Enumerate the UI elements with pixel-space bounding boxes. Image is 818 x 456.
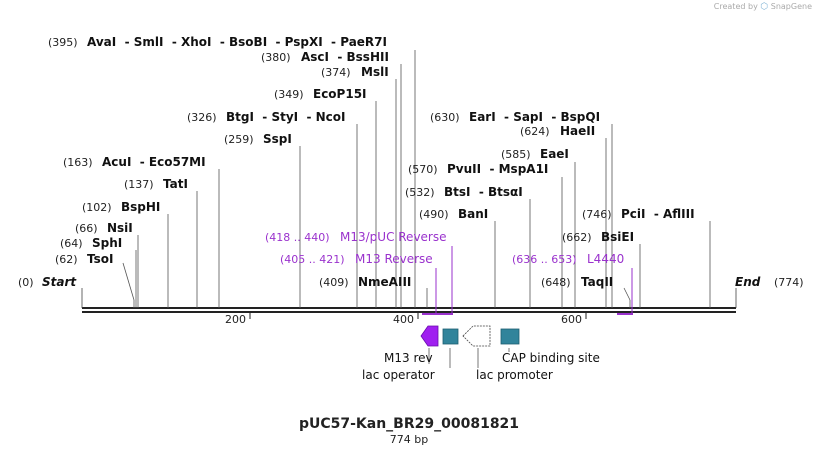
enzyme-position: (374) bbox=[321, 66, 351, 79]
enzyme-name: AscI - BssHII bbox=[301, 50, 389, 64]
features: M13 rev lac operator lac promoter CAP bi… bbox=[362, 325, 600, 382]
primer-range: (418 .. 440) bbox=[265, 231, 330, 244]
enzyme-position: (585) bbox=[501, 148, 531, 161]
enzyme-position: (66) bbox=[75, 222, 98, 235]
credit-prefix: Created by bbox=[713, 2, 758, 11]
start-position: (0) bbox=[18, 276, 34, 289]
enzyme-position: (349) bbox=[274, 88, 304, 101]
enzyme-name: NmeAIII bbox=[358, 275, 411, 289]
enzyme-name: MslI bbox=[361, 65, 389, 79]
sequence-name: pUC57-Kan_BR29_00081821 bbox=[298, 416, 520, 432]
scale: 200 400 600 bbox=[225, 313, 587, 326]
cap-binding-site-feature bbox=[500, 328, 520, 345]
end-position: (774) bbox=[774, 276, 804, 289]
enzyme-position: (624) bbox=[520, 125, 550, 138]
enzyme-name: PciI - AflIII bbox=[621, 207, 695, 221]
enzyme-position: (137) bbox=[124, 178, 154, 191]
enzyme-name: BsiEI bbox=[601, 230, 634, 244]
start-label: Start bbox=[42, 275, 77, 289]
primer-range: (405 .. 421) bbox=[280, 253, 345, 266]
credit-brand: SnapGene bbox=[770, 2, 812, 11]
enzyme-name: SphI bbox=[92, 236, 122, 250]
enzyme-name: EcoP15I bbox=[313, 87, 367, 101]
enzyme-name: BspHI bbox=[121, 200, 160, 214]
enzyme-position: (746) bbox=[582, 208, 612, 221]
enzyme-cut-lines bbox=[122, 50, 711, 308]
enzyme-name: AcuI - Eco57MI bbox=[102, 155, 206, 169]
enzyme-name: NsiI bbox=[107, 221, 133, 235]
enzyme-name: BtsI - BtsαI bbox=[444, 185, 523, 199]
enzyme-name: EarI - SapI - BspQI bbox=[469, 110, 600, 124]
feature-label: CAP binding site bbox=[502, 351, 600, 365]
primer-range: (636 .. 653) bbox=[512, 253, 577, 266]
enzyme-name: BtgI - StyI - NcoI bbox=[226, 110, 346, 124]
enzyme-position: (380) bbox=[261, 51, 291, 64]
enzyme-position: (259) bbox=[224, 133, 254, 146]
enzyme-position: (163) bbox=[63, 156, 93, 169]
enzyme-position: (409) bbox=[319, 276, 349, 289]
enzyme-name: PvuII - MspA1I bbox=[447, 162, 548, 176]
m13-rev-feature bbox=[420, 325, 439, 347]
scale-label: 200 bbox=[225, 313, 246, 326]
enzyme-position: (490) bbox=[419, 208, 449, 221]
enzyme-name: EaeI bbox=[540, 147, 569, 161]
primer-name: L4440 bbox=[587, 252, 624, 266]
sequence-map: 200 400 600 (0) Start End (774) bbox=[18, 35, 804, 382]
enzyme-position: (102) bbox=[82, 201, 112, 214]
lac-promoter-feature bbox=[462, 325, 491, 347]
enzyme-name: HaeII bbox=[560, 124, 595, 138]
enzyme-position: (62) bbox=[55, 253, 78, 266]
primer-name: M13/pUC Reverse bbox=[340, 230, 447, 244]
scale-label: 400 bbox=[393, 313, 414, 326]
primer-name: M13 Reverse bbox=[355, 252, 433, 266]
enzyme-name: TatI bbox=[163, 177, 188, 191]
enzyme-position: (326) bbox=[187, 111, 217, 124]
sequence-length: 774 bp bbox=[389, 433, 429, 446]
enzyme-name: TaqII bbox=[581, 275, 613, 289]
enzyme-position: (532) bbox=[405, 186, 435, 199]
enzyme-position: (630) bbox=[430, 111, 460, 124]
snapgene-credit: Created by ⬡ SnapGene bbox=[714, 2, 812, 12]
enzyme-name: AvaI - SmlI - XhoI - BsoBI - PspXI - Pae… bbox=[87, 35, 387, 49]
end-label: End bbox=[735, 275, 761, 289]
enzyme-position: (662) bbox=[562, 231, 592, 244]
feature-label: lac promoter bbox=[476, 368, 553, 382]
enzyme-position: (570) bbox=[408, 163, 438, 176]
enzyme-position: (64) bbox=[60, 237, 83, 250]
enzyme-name: SspI bbox=[263, 132, 292, 146]
enzyme-name: TsoI bbox=[87, 252, 113, 266]
scale-label: 600 bbox=[561, 313, 582, 326]
primers: (418 .. 440) M13/pUC Reverse (405 .. 421… bbox=[265, 230, 633, 315]
feature-label: lac operator bbox=[362, 368, 435, 382]
snapgene-logo-icon: ⬡ bbox=[760, 2, 769, 12]
enzyme-labels: (395) AvaI - SmlI - XhoI - BsoBI - PspXI… bbox=[48, 35, 695, 289]
lac-operator-feature bbox=[442, 328, 459, 345]
enzyme-position: (395) bbox=[48, 36, 78, 49]
feature-label: M13 rev bbox=[384, 351, 433, 365]
enzyme-position: (648) bbox=[541, 276, 571, 289]
enzyme-name: BanI bbox=[458, 207, 488, 221]
